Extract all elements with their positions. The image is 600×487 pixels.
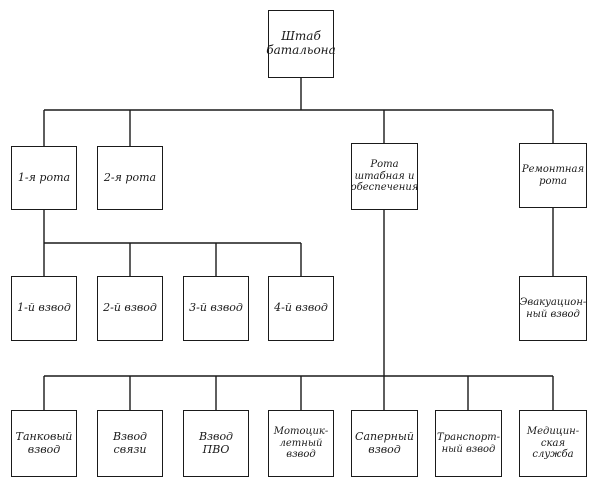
node-company-1: 1-я рота [11,146,77,210]
node-hq-support-company-label: Рота штабная и обеспечения [350,159,419,194]
node-moto-platoon: Мотоцик- летный взвод [268,410,334,477]
node-sapper-platoon-label: Саперный взвод [355,429,414,456]
node-company-2: 2-я рота [97,146,163,210]
node-platoon-4: 4-й взвод [268,276,334,341]
node-aa-platoon-label: Взвод ПВО [198,429,234,456]
node-signal-platoon-label: Взвод связи [112,429,148,456]
node-platoon-1-label: 1-й взвод [17,301,71,315]
node-battalion-hq: Штаб батальона [266,10,336,78]
node-transport-platoon-label: Транспорт- ный взвод [437,432,500,455]
node-company-1-label: 1-я рота [17,170,71,184]
node-medical-service-label: Медицин- ская служба [526,426,580,461]
node-evac-platoon: Эвакуацион- ный взвод [519,276,587,341]
node-platoon-1: 1-й взвод [11,276,77,341]
node-hq-support-company: Рота штабная и обеспечения [351,143,418,210]
node-signal-platoon: Взвод связи [97,410,163,477]
node-repair-company-label: Ремонтная рота [521,164,585,187]
node-platoon-2: 2-й взвод [97,276,163,341]
node-company-2-label: 2-я рота [103,170,157,184]
node-transport-platoon: Транспорт- ный взвод [435,410,502,477]
node-platoon-2-label: 2-й взвод [103,301,157,315]
node-medical-service: Медицин- ская служба [519,410,587,477]
node-repair-company: Ремонтная рота [519,143,587,208]
node-evac-platoon-label: Эвакуацион- ный взвод [519,297,587,320]
node-tank-platoon-label: Танковый взвод [15,429,73,456]
node-moto-platoon-label: Мотоцик- летный взвод [273,426,329,461]
node-platoon-4-label: 4-й взвод [274,301,328,315]
node-battalion-hq-label: Штаб батальона [266,29,336,57]
node-aa-platoon: Взвод ПВО [183,410,249,477]
node-sapper-platoon: Саперный взвод [351,410,418,477]
node-platoon-3: 3-й взвод [183,276,249,341]
node-platoon-3-label: 3-й взвод [189,301,243,315]
node-tank-platoon: Танковый взвод [11,410,77,477]
